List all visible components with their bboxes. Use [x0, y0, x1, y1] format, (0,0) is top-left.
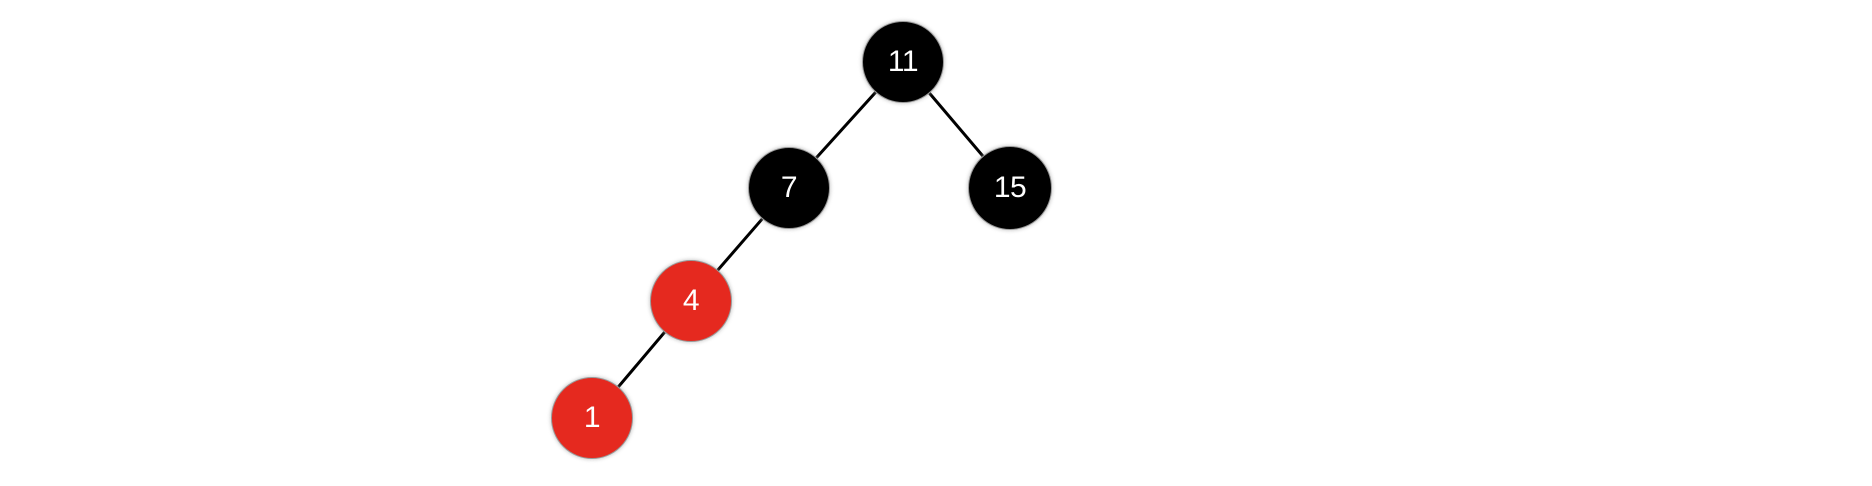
- tree-node-label: 1: [583, 401, 601, 434]
- tree-node-11[interactable]: 11: [862, 21, 944, 103]
- tree-node-label: 7: [780, 171, 798, 204]
- tree-node-1[interactable]: 1: [551, 377, 633, 459]
- tree-node-label: 4: [682, 284, 700, 317]
- tree-node-4[interactable]: 4: [650, 260, 732, 342]
- tree-node-label: 11: [887, 45, 919, 78]
- tree-node-15[interactable]: 15: [968, 146, 1052, 230]
- tree-node-7[interactable]: 7: [748, 147, 830, 229]
- tree-node-label: 15: [993, 171, 1027, 204]
